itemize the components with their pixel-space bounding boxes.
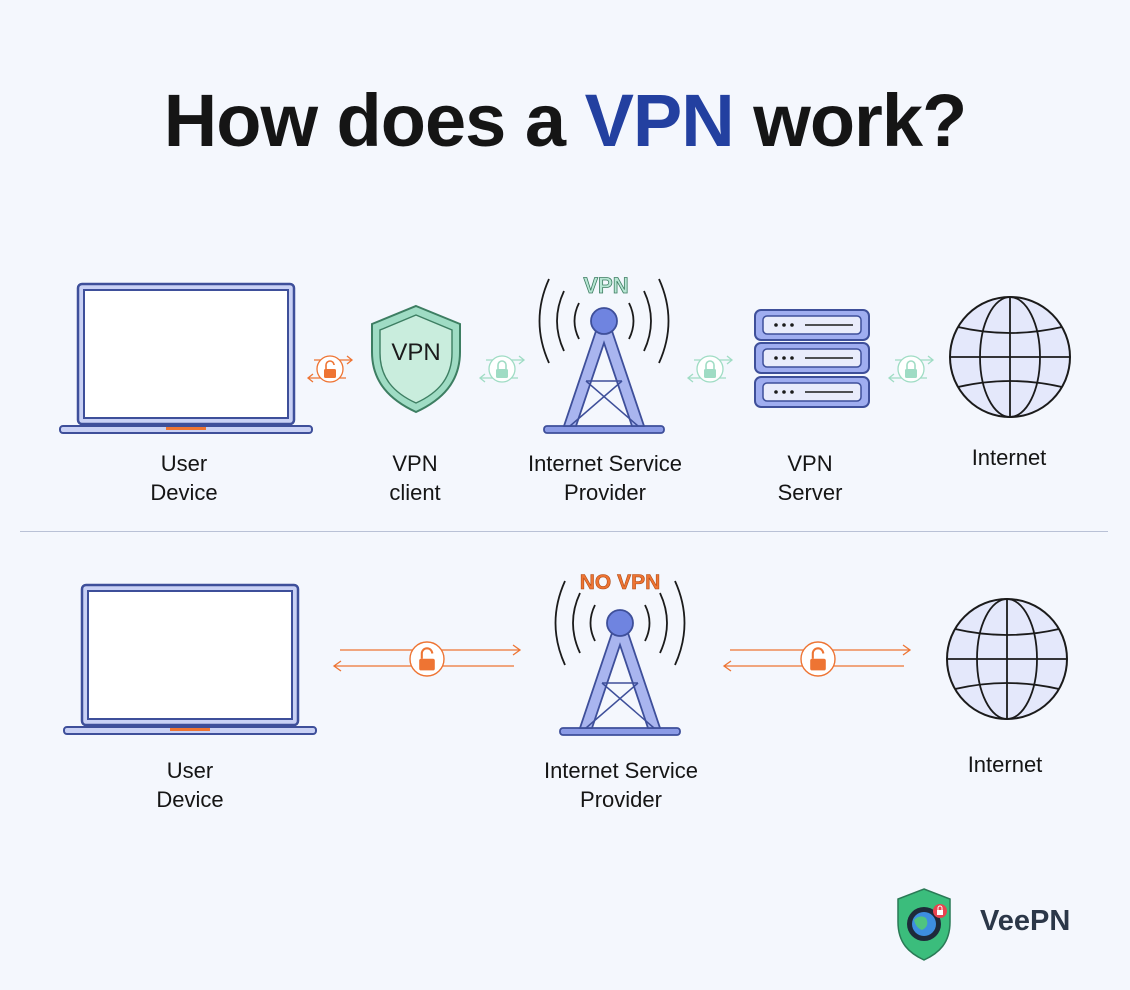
node-label-internet: Internet: [971, 445, 1047, 470]
link-isp-to-internet-unlocked-padlock-icon: [722, 641, 912, 677]
section-divider: [20, 531, 1108, 532]
link-device-to-isp-unlocked-padlock-icon: [332, 641, 522, 677]
node-label-isp: Internet Service Provider: [543, 758, 699, 812]
tower-no-vpn-badge: NO VPN: [580, 571, 661, 594]
with-vpn-section: VPN VPN: [58, 273, 1071, 435]
node-label-internet: Internet: [967, 752, 1043, 777]
internet-globe-icon: [946, 598, 1068, 720]
title-suffix: work?: [733, 79, 967, 162]
user-device-laptop-icon: [58, 282, 314, 435]
title-prefix: How does a: [163, 79, 585, 162]
vpn-server-icon: [754, 309, 870, 408]
node-label-user-device: User Device: [150, 451, 218, 505]
veepn-shield-logo-icon: [897, 888, 951, 961]
link-isp-to-server-locked-padlock-icon: [686, 355, 734, 383]
page-title: How does a VPN work?: [0, 78, 1130, 163]
node-label-vpn-server: VPN Server: [777, 451, 843, 505]
internet-globe-icon: [949, 296, 1071, 418]
node-label-isp: Internet Service Provider: [527, 451, 683, 505]
brand-name: VeePN: [980, 905, 1071, 937]
link-client-to-isp-locked-padlock-icon: [478, 355, 526, 383]
vpn-client-shield-icon: VPN: [371, 304, 461, 414]
title-accent: VPN: [584, 79, 735, 162]
shield-vpn-text: VPN: [391, 339, 440, 366]
isp-cell-tower-icon: [554, 580, 686, 736]
tower-vpn-badge: VPN: [583, 273, 628, 298]
isp-cell-tower-icon: [538, 278, 670, 434]
link-device-to-client-unlocked-padlock-icon: [306, 355, 354, 383]
node-label-vpn-client: VPN client: [389, 451, 441, 505]
link-server-to-internet-locked-padlock-icon: [887, 355, 935, 383]
node-label-user-device: User Device: [156, 758, 224, 812]
user-device-laptop-icon: [62, 583, 318, 736]
without-vpn-section: NO VPN: [62, 571, 1068, 736]
